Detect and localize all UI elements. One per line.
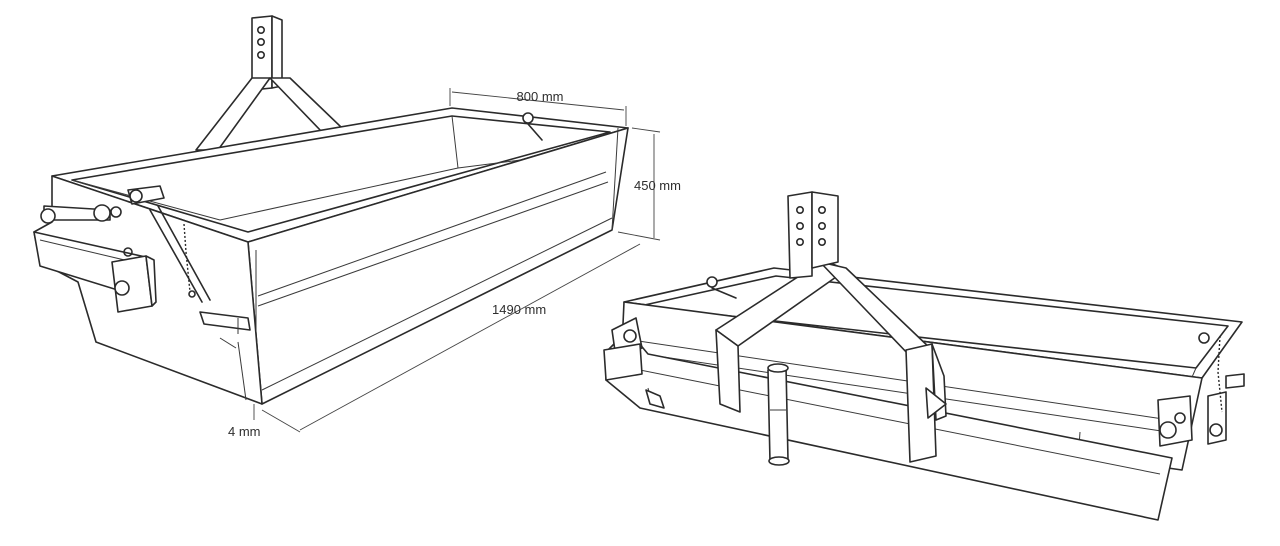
right-box-view [603, 191, 1245, 521]
end-hardware-right [1157, 332, 1245, 447]
width-dimension-label: 800 mm [517, 89, 564, 104]
hitch-frame-right [715, 259, 947, 463]
dimension-lines [253, 88, 661, 433]
parking-stand [767, 363, 790, 466]
hitch-mast-left [195, 15, 343, 151]
lock-block [111, 247, 157, 313]
left-box-view [33, 15, 629, 405]
length-dimension-label: 1490 mm [492, 302, 546, 317]
hinge-assembly [40, 185, 165, 224]
height-dimension-label: 450 mm [634, 178, 681, 193]
hitch-mast-right [787, 191, 839, 279]
thickness-dimension-label: 4 mm [228, 424, 261, 439]
end-bracket-left [603, 317, 643, 381]
